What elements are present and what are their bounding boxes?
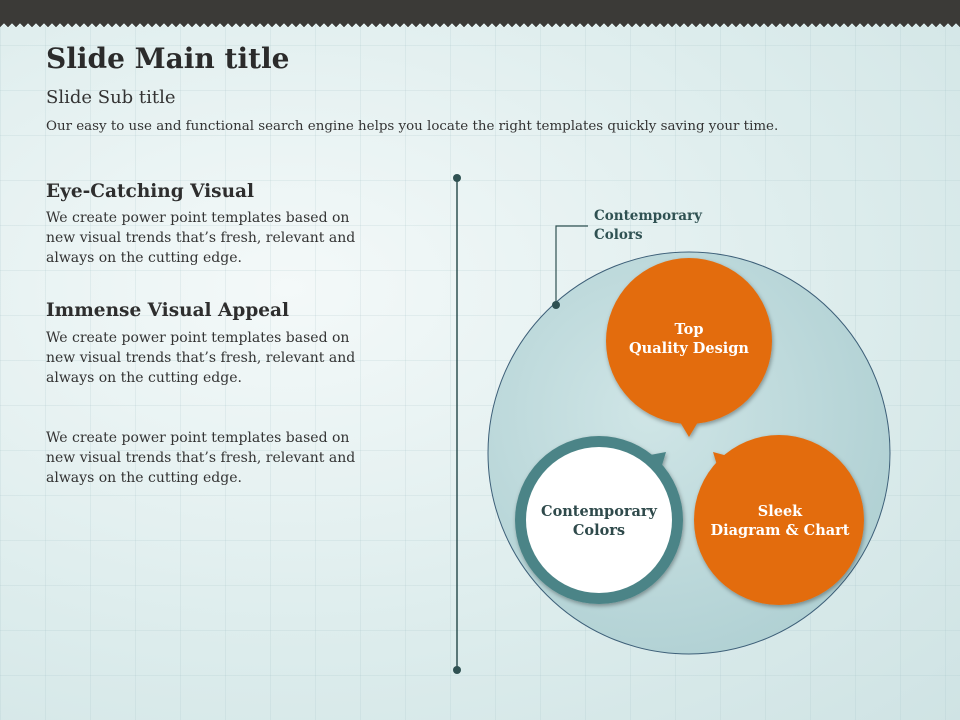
body-line: new visual trends that’s fresh, relevant…	[46, 230, 356, 246]
slide-title: Slide Main title	[46, 42, 290, 75]
section-body: We create power point templates based on…	[46, 328, 355, 388]
body-line: always on the cutting edge.	[46, 370, 242, 386]
bubble-right-sleek-diagram	[694, 435, 864, 605]
bubble-left-contemporary-colors	[515, 436, 683, 604]
body-line: We create power point templates based on	[46, 210, 350, 226]
callout-leader	[552, 225, 588, 309]
section-body: We create power point templates based on…	[46, 428, 355, 488]
body-line: always on the cutting edge.	[46, 250, 242, 266]
top-bar-zigzag	[0, 22, 960, 28]
top-bar	[0, 0, 960, 22]
slide-description: Our easy to use and functional search en…	[46, 119, 779, 134]
body-line: new visual trends that’s fresh, relevant…	[46, 450, 356, 466]
vertical-divider	[453, 174, 461, 674]
section-heading: Immense Visual Appeal	[46, 300, 290, 321]
body-line: We create power point templates based on	[46, 430, 350, 446]
bubble-top-quality-design	[606, 258, 772, 437]
section-heading: Eye-Catching Visual	[46, 181, 255, 202]
body-line: We create power point templates based on	[46, 330, 350, 346]
body-line: new visual trends that’s fresh, relevant…	[46, 350, 356, 366]
body-line: always on the cutting edge.	[46, 470, 242, 486]
slide-subtitle: Slide Sub title	[46, 87, 176, 108]
section-body: We create power point templates based on…	[46, 208, 355, 268]
